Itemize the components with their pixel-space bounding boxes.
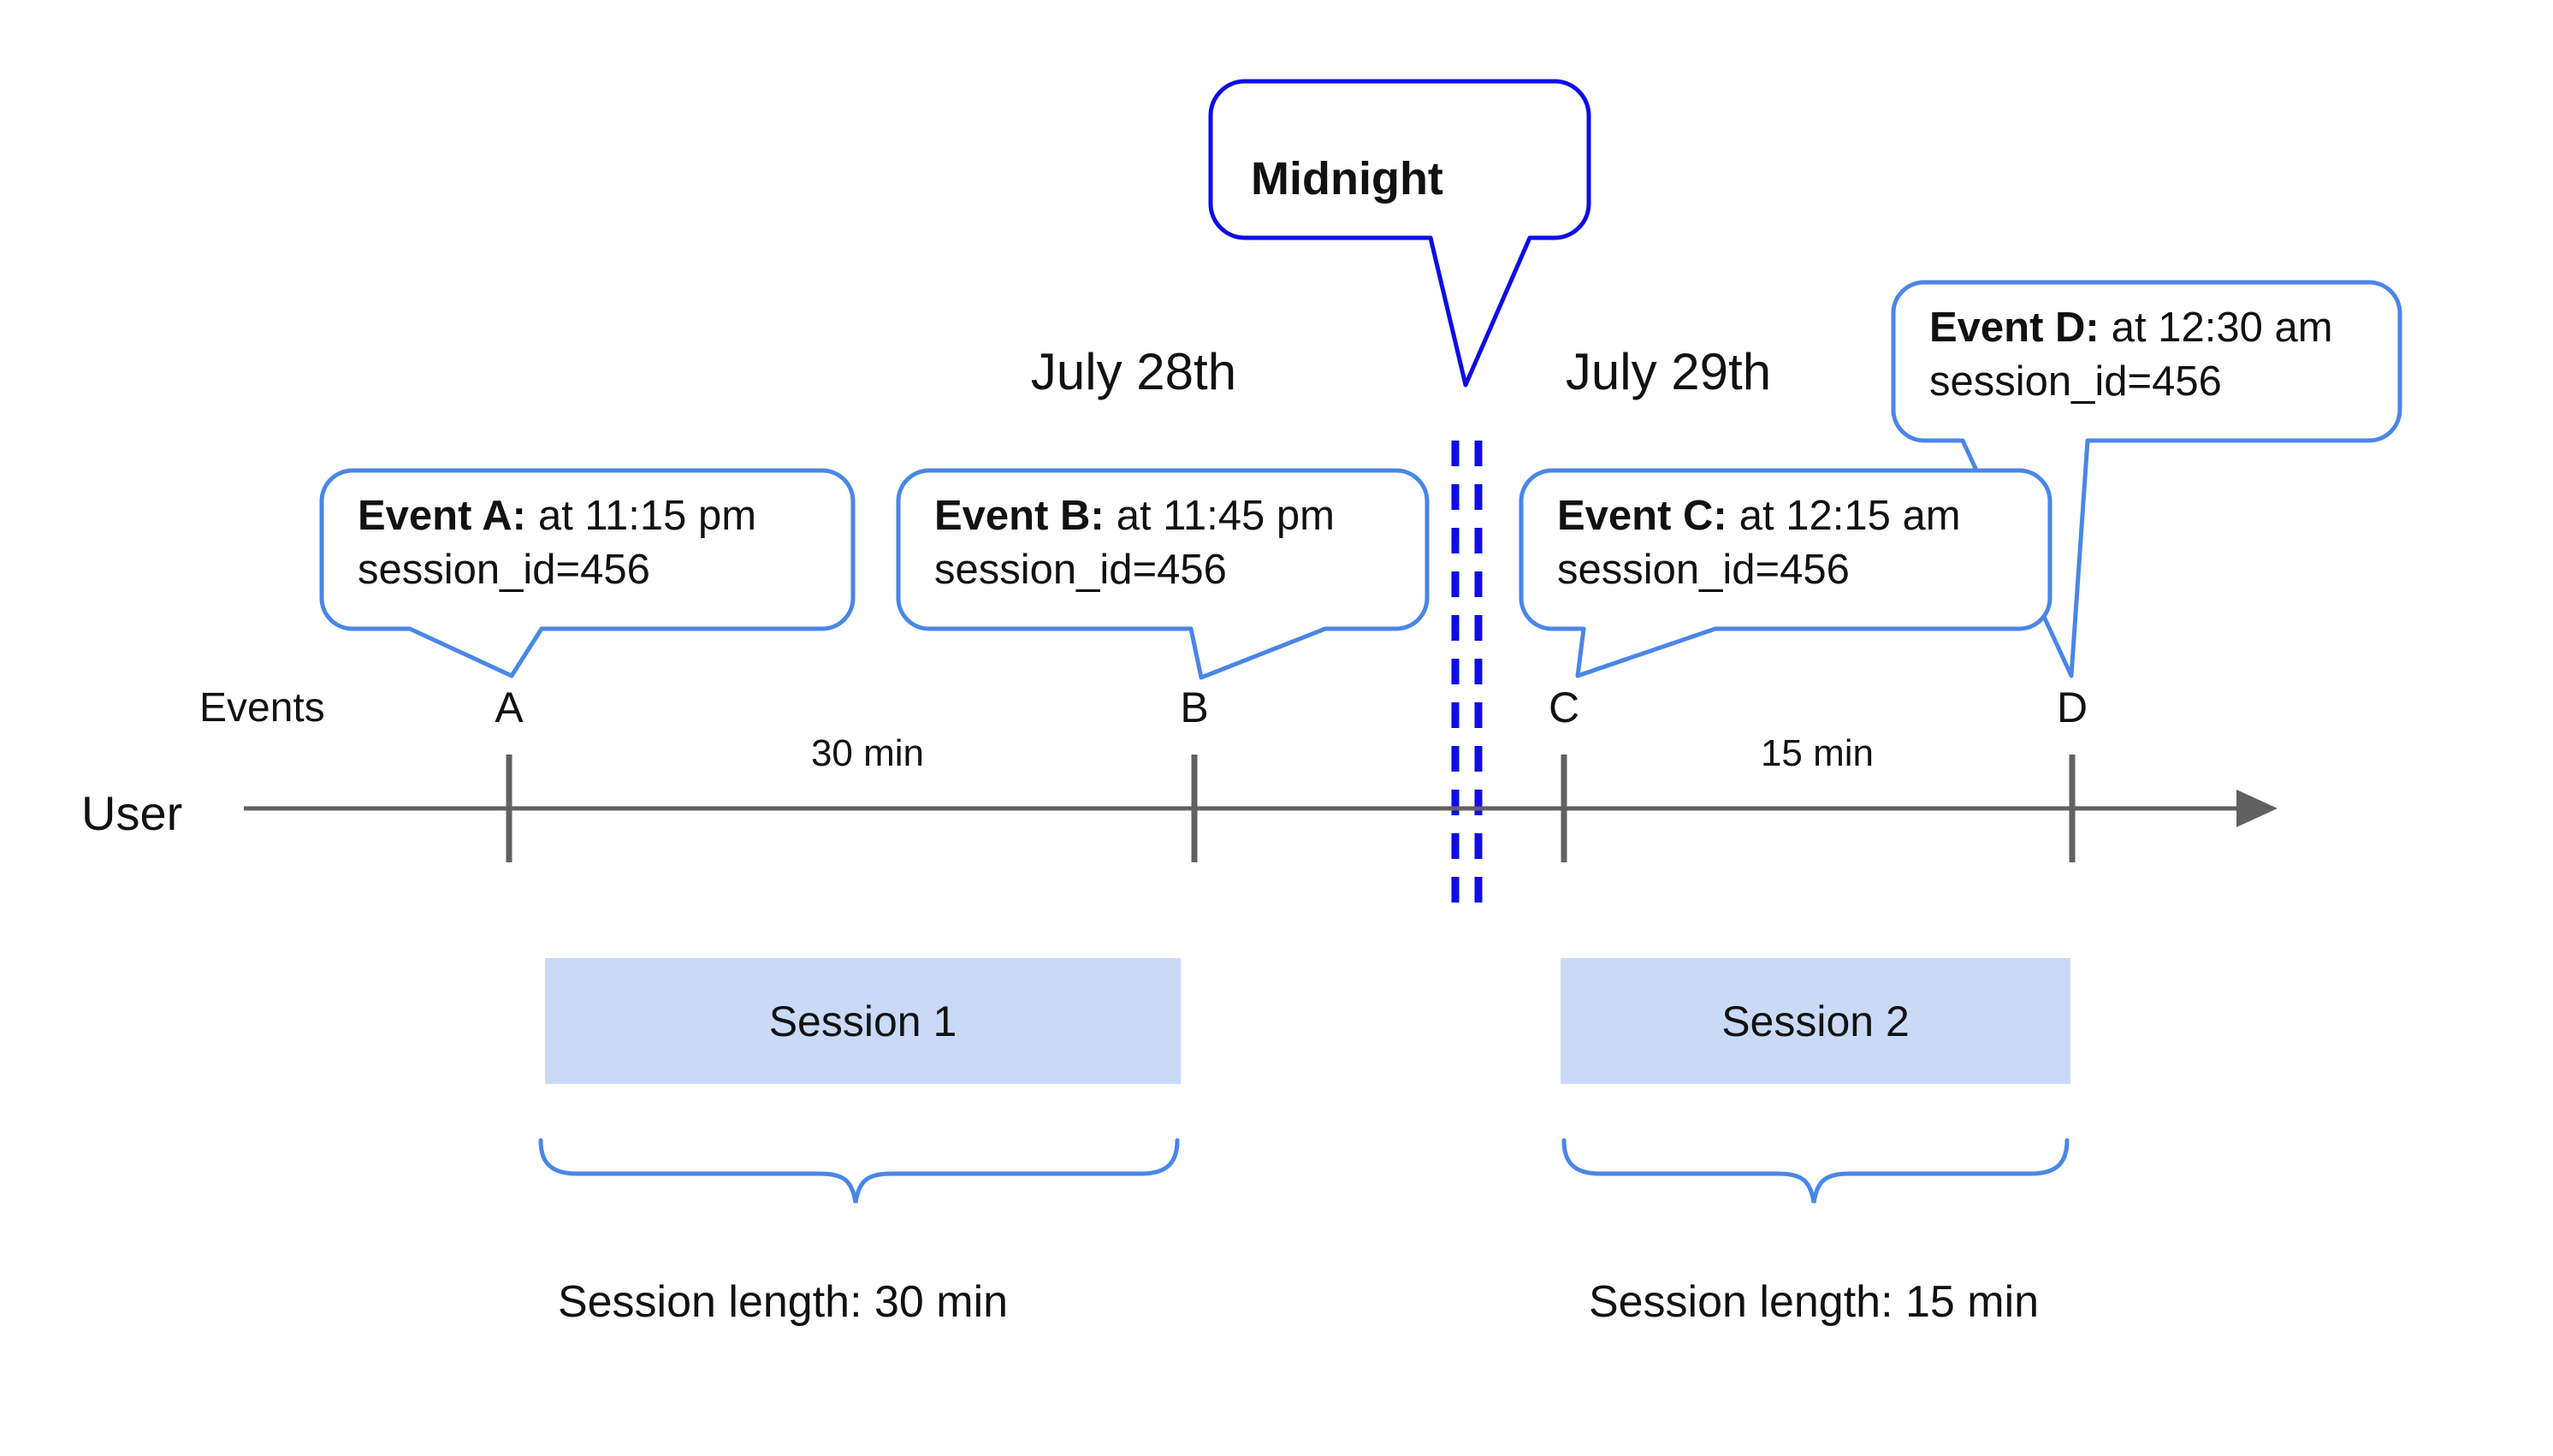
event-b-session-id: session_id=456 <box>934 547 1227 593</box>
midnight-label: Midnight <box>1251 153 1443 204</box>
gap-label-30-min: 30 min <box>810 732 925 774</box>
marker-label-a: A <box>495 684 524 731</box>
user-row-label: User <box>81 786 183 840</box>
event-a-callout-text: Event A:at 11:15 pm session_id=456 <box>358 489 756 597</box>
marker-label-d: D <box>2056 684 2088 731</box>
session-2-box <box>1561 958 2070 1084</box>
event-d-line-1: Event D:at 12:30 am <box>1929 305 2333 351</box>
session-2-brace <box>1561 1138 2070 1204</box>
session-1-name: Session 1 <box>768 997 957 1045</box>
event-a-callout-bubble <box>319 468 856 678</box>
session-2-name: Session 2 <box>1721 997 1910 1045</box>
event-b-callout-bubble <box>896 468 1430 680</box>
event-d-session-id: session_id=456 <box>1929 358 2222 405</box>
session-2-length-label: Session length: 15 min <box>1588 1277 2040 1327</box>
date-label-july-28: July 28th <box>1030 343 1237 400</box>
event-c-callout-text: Event C:at 12:15 am session_id=456 <box>1557 489 1961 597</box>
event-c-callout-bubble <box>1519 468 2052 678</box>
event-b-callout-text: Event B:at 11:45 pm session_id=456 <box>934 489 1335 597</box>
event-a-line-1: Event A:at 11:15 pm <box>358 493 757 539</box>
session-1-box <box>545 958 1181 1084</box>
gap-label-15-min: 15 min <box>1760 732 1875 774</box>
event-b-line-1: Event B:at 11:45 pm <box>934 493 1335 539</box>
event-d-callout-bubble <box>1891 280 2402 678</box>
session-1-length-label: Session length: 30 min <box>557 1277 1009 1327</box>
events-row-label: Events <box>199 685 325 731</box>
session-1-brace <box>538 1138 1180 1204</box>
marker-label-c: C <box>1548 684 1580 731</box>
midnight-callout-bubble <box>1208 79 1591 388</box>
date-label-july-29: July 29th <box>1565 343 1772 400</box>
event-c-line-1: Event C:at 12:15 am <box>1557 493 1961 539</box>
marker-label-b: B <box>1180 684 1209 731</box>
event-a-session-id: session_id=456 <box>358 547 650 593</box>
event-c-session-id: session_id=456 <box>1557 547 1850 593</box>
timeline-arrowhead-icon <box>2236 790 2278 827</box>
event-d-callout-text: Event D:at 12:30 am session_id=456 <box>1929 301 2333 409</box>
